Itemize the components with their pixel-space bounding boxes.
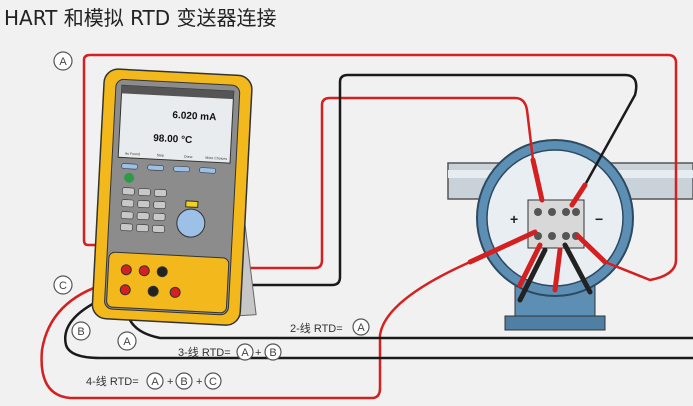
svg-text:B: B (269, 347, 276, 359)
svg-text:3-线 RTD=: 3-线 RTD= (178, 345, 231, 359)
softkey-2: Step (157, 153, 164, 157)
formula-2-wire: 2-线 RTD= A (290, 318, 370, 336)
black-wire-3wire (63, 298, 693, 360)
svg-text:2-线 RTD=: 2-线 RTD= (290, 321, 343, 335)
probe-leads (467, 157, 608, 293)
formula-4-wire: 4-线 RTD= A + B + C (86, 372, 222, 390)
svg-text:+: + (167, 376, 173, 388)
svg-text:B: B (180, 376, 187, 388)
svg-text:+: + (196, 376, 202, 388)
svg-text:C: C (59, 280, 67, 292)
red-wire-mA (148, 96, 535, 270)
svg-text:−: − (595, 211, 603, 227)
svg-text:C: C (209, 376, 217, 388)
marker-b: B (71, 321, 91, 341)
red-wire-c (40, 260, 472, 400)
primary-reading: 6.020 mA (172, 110, 216, 123)
svg-text:4-线 RTD=: 4-线 RTD= (86, 374, 139, 388)
secondary-reading: 98.00 °C (153, 133, 193, 146)
marker-a-lower: A (117, 331, 137, 351)
softkey-3: Done (184, 155, 193, 159)
svg-text:A: A (241, 347, 249, 359)
fluke-calibrator: 6.020 mA 98.00 °C As Found Step Done Mor… (91, 68, 257, 326)
svg-text:A: A (151, 376, 159, 388)
red-wire-a-outer (82, 53, 678, 282)
svg-text:A: A (357, 322, 365, 334)
svg-text:A: A (123, 336, 131, 348)
svg-text:A: A (59, 56, 67, 68)
black-wire-mA (173, 73, 638, 287)
marker-c: C (53, 275, 73, 295)
marker-a-top: A (53, 51, 73, 71)
svg-text:+: + (510, 211, 518, 227)
diagram-title: HART 和模拟 RTD 变送器连接 (4, 6, 277, 30)
softkey-4: More Choices (205, 156, 227, 161)
formula-3-wire: 3-线 RTD= A + B (178, 343, 282, 361)
svg-text:B: B (77, 326, 84, 338)
svg-text:+: + (255, 347, 261, 359)
rtd-transmitter: + − (476, 139, 634, 331)
softkey-1: As Found (125, 152, 140, 157)
